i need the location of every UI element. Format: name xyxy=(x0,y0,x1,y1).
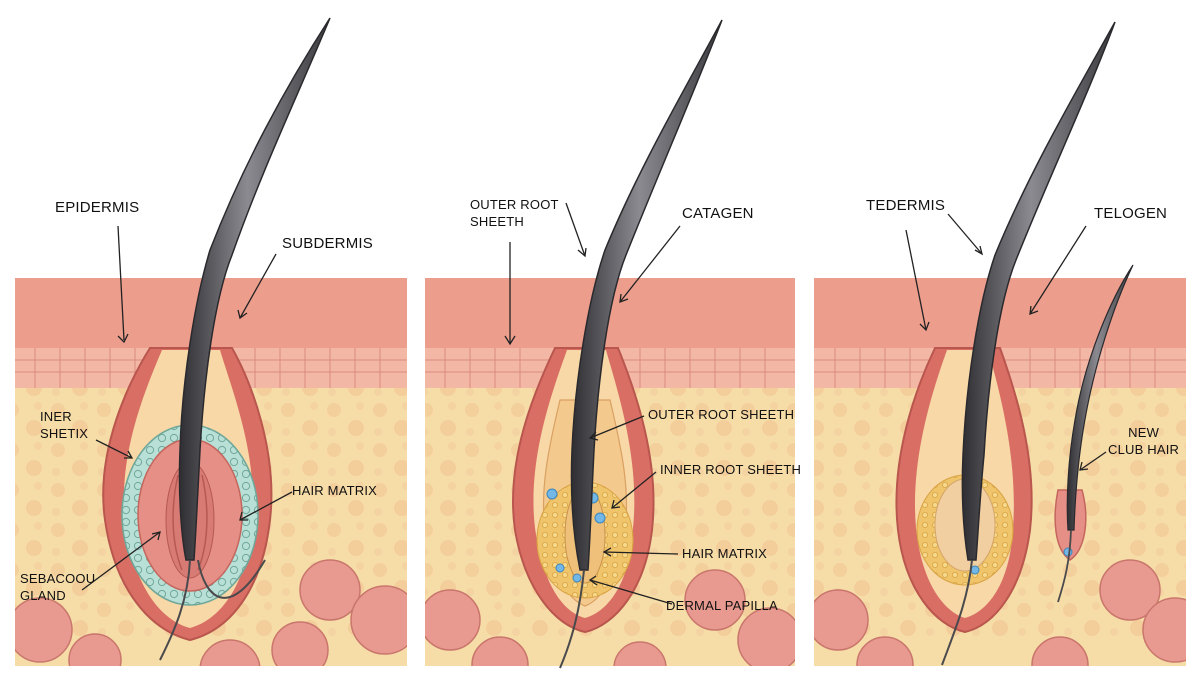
label-hair-matrix: HAIR MATRIX xyxy=(292,483,378,498)
label-inner-sheath-line-1: INER xyxy=(40,409,72,424)
hair-root-strand-anagen xyxy=(159,559,266,661)
label-outer-root-sheeth: OUTER ROOT SHEETH xyxy=(470,196,559,230)
label-epidermis: EPIDERMIS xyxy=(55,199,140,216)
hair-root-strand-catagen xyxy=(559,569,585,669)
label-outer-root-line-1: OUTER ROOT xyxy=(470,197,559,212)
label-outer-root-line-2: SHEETH xyxy=(470,214,524,229)
stem-cell xyxy=(970,565,980,575)
epidermis-cell-divisions xyxy=(444,348,766,388)
label-telogen: TELOGEN xyxy=(1094,205,1168,222)
label-sebaceous-gland: SEBACOOU GLAND xyxy=(20,570,95,604)
label-dermal-papilla: DERMAL PAPILLA xyxy=(666,598,778,613)
label-inner-sheath: INER SHETIX xyxy=(40,408,88,442)
label-sebaceous-line-2: GLAND xyxy=(20,588,66,603)
fat-lobules xyxy=(425,569,795,666)
fat-lobules xyxy=(15,559,407,666)
label-hair-matrix-catagen: HAIR MATRIX xyxy=(682,546,768,561)
panel-anagen xyxy=(15,278,407,666)
label-tedermis: TEDERMIS xyxy=(866,197,946,214)
fat-lobules xyxy=(814,559,1186,666)
epidermis-cell-divisions xyxy=(34,348,381,388)
club-hair-root xyxy=(1057,529,1072,603)
epidermis-cell-divisions xyxy=(834,348,1156,388)
panel-telogen xyxy=(814,278,1186,666)
label-inner-root-sheath: INNER ROOT SHEETH xyxy=(660,462,802,477)
panel-catagen xyxy=(425,278,795,666)
hair-shaft-catagen xyxy=(570,19,723,571)
label-new-line-1: NEW xyxy=(1128,425,1160,440)
label-new-line-2: CLUB HAIR xyxy=(1108,442,1180,457)
stem-cell xyxy=(1063,547,1073,557)
label-inner-sheath-line-2: SHETIX xyxy=(40,426,89,441)
hair-root-strand-telogen xyxy=(941,559,973,666)
leader-lines xyxy=(81,202,1107,605)
label-catagen: CATAGEN xyxy=(682,205,754,222)
papilla-folds xyxy=(172,474,208,571)
label-sebaceous-line-1: SEBACOOU xyxy=(20,571,96,586)
label-subdermis: SUBDERMIS xyxy=(282,235,373,252)
label-new-club-hair: NEW CLUB HAIR xyxy=(1108,424,1179,458)
label-outer-root-sheath-inner: OUTER ROOT SHEETH xyxy=(648,407,795,422)
